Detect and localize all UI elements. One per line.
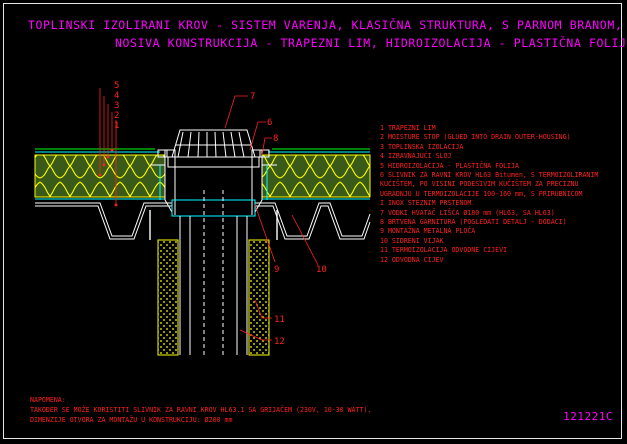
roof-membrane-layers	[35, 148, 370, 200]
drain-pipe	[179, 190, 248, 355]
callout-12: 12	[274, 337, 285, 347]
callout-8: 8	[273, 134, 278, 144]
drawing-code: 121221C	[563, 410, 613, 423]
callout-leaders	[99, 88, 319, 341]
anchor-bolts	[149, 210, 278, 240]
notes-line-2: DIMENZIJE OTVORA ZA MONTAŽU U KONSTRUKCI…	[30, 416, 233, 424]
legend-item: 2 MOISTURE STOP (GLUED INTO DRAIN OUTER-…	[380, 133, 571, 142]
notes-block: NAPOMENA: TAKOĐER SE MOŽE KORISTITI SLIV…	[30, 395, 371, 425]
title-line-2: NOSIVA KONSTRUKCIJA - TRAPEZNI LIM, HIDR…	[115, 36, 627, 50]
legend-item: 6 SLIVNIK ZA RAVNI KROV HL63 Bitumen, S …	[380, 171, 599, 180]
legend-item: 3 TOPLINSKA IZOLACIJA	[380, 142, 464, 151]
title-line-1: TOPLINSKI IZOLIRANI KROV - SISTEM VARENJ…	[28, 18, 623, 32]
notes-line-1: TAKOĐER SE MOŽE KORISTITI SLIVNIK ZA RAV…	[30, 406, 372, 414]
callout-11: 11	[274, 315, 285, 325]
roof-drain-body	[150, 149, 277, 217]
legend-item: KUĆIŠTEM, PO VISINI PODESIVIM KUĆIŠTEM Z…	[380, 180, 579, 189]
legend-item: 4 IZRAVNAJUĆI SLOJ	[380, 152, 452, 161]
callout-4: 4	[114, 91, 119, 101]
notes-heading: NAPOMENA:	[30, 396, 66, 404]
pipe-insulation	[157, 239, 270, 356]
legend-item: 10 SIDRENI VIJAK	[380, 236, 444, 245]
trapezoidal-sheet	[35, 202, 371, 240]
thermal-insulation-right	[261, 154, 371, 198]
legend-item: 8 BRTVENA GARNITURA (POGLEDATI DETALJ - …	[380, 218, 567, 227]
callout-3: 3	[114, 101, 119, 111]
legend-item: UGRADNJU U TERMOIZOLACIJE 100-160 mm, S …	[380, 189, 583, 198]
callout-2: 2	[114, 111, 119, 121]
legend-item: 5 HIDROIZOLACIJA - PLASTIČNA FOLIJA	[380, 161, 519, 170]
legend-item: 1 TRAPEZNI LIM	[380, 124, 436, 132]
legend-item: 7 VODKI HVATAČ LIŠĆA Ø180 mm (HL63, SA H…	[380, 208, 555, 217]
legend-item: 9 MONTAŽNA METALNA PLOČA	[380, 227, 476, 236]
callout-1: 1	[114, 121, 119, 131]
callout-10: 10	[316, 265, 327, 275]
legend-item: I INOX STEZNIM PRSTENOM	[380, 199, 472, 208]
legend-item: 12 ODVODNA CIJEV	[380, 255, 444, 264]
callout-9: 9	[274, 265, 279, 275]
leaf-catcher-dome	[157, 129, 270, 168]
callout-6: 6	[267, 118, 272, 128]
drawing-frame	[3, 3, 622, 439]
callout-5: 5	[114, 81, 119, 91]
callout-markers	[98, 148, 118, 207]
legend-list: 1 TRAPEZNI LIM 2 MOISTURE STOP (GLUED IN…	[380, 124, 620, 265]
legend-item: 11 TERMOIZOLACIJA ODVODNE CIJEVI	[380, 246, 508, 255]
callout-7: 7	[250, 92, 255, 102]
